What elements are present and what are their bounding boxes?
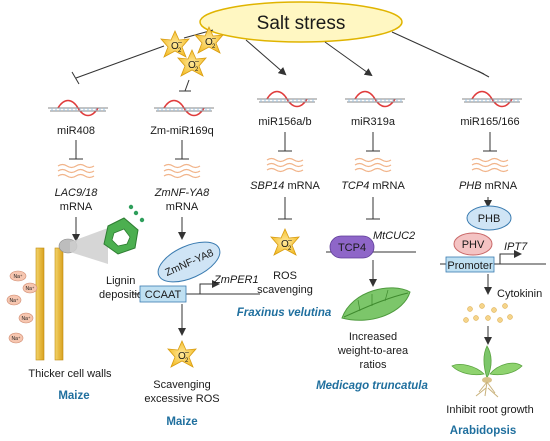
col2-mrna-icon bbox=[163, 163, 201, 179]
svg-text:O: O bbox=[188, 60, 196, 71]
col3-pathway: miR156a/b SBP14 mRNA O 2 – ROS scavengin… bbox=[237, 90, 332, 319]
col3-outcome-line2: scavenging bbox=[257, 284, 313, 296]
col3-target-group: SBP14 mRNA bbox=[250, 180, 320, 192]
svg-text:O: O bbox=[171, 41, 179, 52]
salt-stress-ellipse bbox=[199, 1, 403, 43]
diagram-title: Salt stress bbox=[257, 13, 346, 34]
cytokinin-dots bbox=[463, 303, 513, 323]
svg-text:–: – bbox=[178, 39, 182, 46]
col5-gene-label: IPT7 bbox=[504, 241, 528, 253]
col1-mirna-label: miR408 bbox=[57, 125, 95, 137]
svg-text:Na⁺: Na⁺ bbox=[25, 286, 34, 292]
col2-species: Maize bbox=[166, 416, 197, 428]
col3-species: Fraxinus velutina bbox=[237, 307, 332, 319]
edge-ros-to-mir408 bbox=[75, 45, 165, 79]
col5-promoter-box bbox=[445, 256, 495, 273]
col5-mirna-hairpin-icon bbox=[461, 90, 523, 108]
svg-text:Na⁺: Na⁺ bbox=[13, 274, 22, 280]
cytokinin-label: Cytokinin bbox=[497, 288, 542, 300]
col2-mirna-hairpin-icon bbox=[153, 99, 215, 117]
svg-text:2: 2 bbox=[178, 48, 182, 54]
leaf-icon bbox=[341, 287, 411, 321]
svg-text:O: O bbox=[205, 37, 213, 48]
col4-outcome-line2: weight-to-area bbox=[337, 345, 409, 357]
col2-protein-ellipse bbox=[157, 241, 221, 283]
col3-outcome-line1: ROS bbox=[273, 270, 297, 282]
col4-species: Medicago truncatula bbox=[316, 380, 428, 392]
cell-wall-illustration: Na⁺ Na⁺ Na⁺ Na⁺ Na⁺ bbox=[6, 204, 145, 361]
col2-ros-star-icon: O 2 – bbox=[167, 340, 197, 368]
col5-target-group: PHB mRNA bbox=[459, 180, 518, 192]
svg-text:Na⁺: Na⁺ bbox=[9, 298, 18, 304]
edge-stress-to-mir156 bbox=[245, 39, 287, 76]
ros-cluster: O 2 – O 2 – O 2 – bbox=[160, 26, 224, 77]
col4-protein-pill bbox=[329, 235, 375, 259]
svg-text:–: – bbox=[195, 58, 199, 65]
svg-text:O: O bbox=[178, 351, 186, 362]
col5-protein1-label: PHB bbox=[478, 213, 501, 225]
col1-outcome: Thicker cell walls bbox=[28, 368, 112, 380]
col5-protein1-ellipse bbox=[466, 205, 512, 231]
col4-target-group: TCP4 mRNA bbox=[341, 180, 405, 192]
col5-mirna-label: miR165/166 bbox=[460, 116, 519, 128]
col5-protein2-label: PHV bbox=[462, 239, 485, 251]
col1-target-suffix: mRNA bbox=[60, 201, 93, 213]
svg-text:O: O bbox=[281, 239, 289, 250]
col5-pathway: miR165/166 PHB mRNA PHB PHV Promoter IPT… bbox=[440, 90, 546, 437]
col2-target-label: ZmNF-YA8 bbox=[154, 187, 210, 199]
col2-outcome-line2: excessive ROS bbox=[144, 393, 219, 405]
col5-protein2-ellipse bbox=[453, 232, 493, 256]
edge-stress-to-mir319 bbox=[324, 41, 373, 77]
col2-target-suffix: mRNA bbox=[166, 201, 199, 213]
col4-pathway: miR319a TCP4 mRNA TCP4 MtCUC2 Increased … bbox=[316, 90, 429, 392]
col4-gene-label: MtCUC2 bbox=[373, 230, 415, 242]
col2-mirna-label: Zm-miR169q bbox=[150, 125, 214, 137]
col4-outcome-line3: ratios bbox=[360, 359, 387, 371]
svg-text:2: 2 bbox=[195, 67, 199, 73]
lignin-label: Lignin bbox=[106, 275, 135, 287]
col4-mirna-label: miR319a bbox=[351, 116, 396, 128]
svg-text:–: – bbox=[288, 237, 292, 244]
col4-mrna-icon bbox=[354, 157, 392, 173]
col4-mirna-hairpin-icon bbox=[344, 90, 406, 108]
edge-stress-to-mir165 bbox=[391, 31, 485, 75]
col4-protein-label: TCP4 bbox=[338, 242, 366, 254]
col2-gene-label: ZmPER1 bbox=[213, 274, 259, 286]
deposition-label: deposition bbox=[99, 289, 149, 301]
col1-target-label: LAC9/18 bbox=[55, 187, 99, 199]
seedling-icon bbox=[451, 345, 523, 398]
svg-text:Na⁺: Na⁺ bbox=[11, 336, 20, 342]
col1-species: Maize bbox=[58, 390, 89, 402]
col2-motif-label: CCAAT bbox=[145, 289, 182, 301]
col5-promoter-label: Promoter bbox=[447, 260, 493, 272]
col3-mirna-hairpin-icon bbox=[256, 90, 318, 108]
col1-mrna-icon bbox=[57, 163, 95, 179]
edge-ros-to-mir169 bbox=[184, 79, 190, 92]
svg-text:2: 2 bbox=[185, 358, 189, 364]
col2-pathway: Zm-miR169q ZmNF-YA8 mRNA ZmNF-YA8 CCAAT … bbox=[132, 99, 260, 428]
col5-outcome: Inhibit root growth bbox=[446, 404, 533, 416]
col5-species: Arabidopsis bbox=[450, 425, 516, 437]
svg-text:–: – bbox=[212, 35, 216, 42]
svg-text:Na⁺: Na⁺ bbox=[21, 316, 30, 322]
svg-text:2: 2 bbox=[212, 44, 216, 50]
col2-motif-box bbox=[139, 285, 187, 303]
col2-outcome-line1: Scavenging bbox=[153, 379, 211, 391]
col3-mrna-icon bbox=[266, 157, 304, 173]
col1-mirna-hairpin-icon bbox=[47, 99, 109, 117]
col3-ros-star-icon: O 2 – bbox=[270, 228, 300, 256]
svg-text:2: 2 bbox=[288, 246, 292, 252]
col1-pathway: miR408 LAC9/18 mRNA Na⁺ Na⁺ Na⁺ Na⁺ Na⁺ bbox=[6, 99, 149, 402]
col5-mrna-icon bbox=[471, 157, 509, 173]
col3-mirna-label: miR156a/b bbox=[258, 116, 311, 128]
svg-text:–: – bbox=[185, 349, 189, 356]
col4-outcome-line1: Increased bbox=[349, 331, 397, 343]
